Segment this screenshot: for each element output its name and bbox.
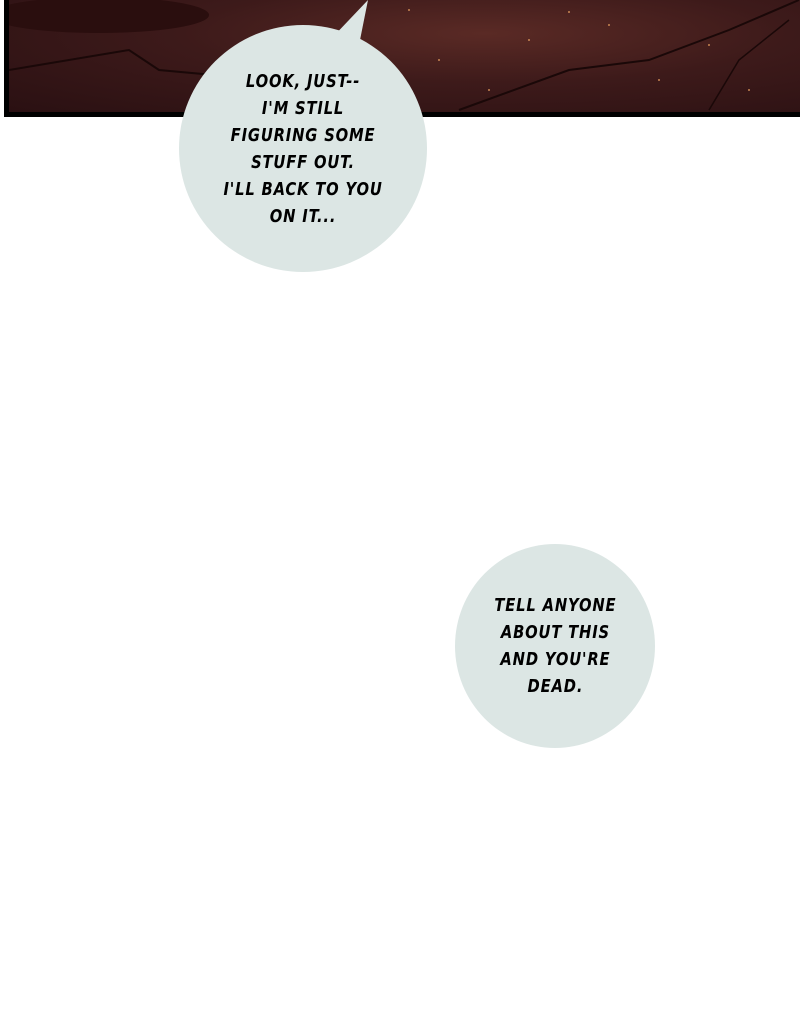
bubble-line: TELL ANYONE <box>493 595 617 616</box>
speech-bubble-text: LOOK, JUST-- I'M STILL FIGURING SOME STU… <box>223 68 382 230</box>
bubble-line: ON IT... <box>269 205 337 227</box>
speech-bubble-2: TELL ANYONE ABOUT THIS AND YOU'RE DEAD. <box>455 544 655 748</box>
bubble-line: FIGURING SOME <box>230 124 376 146</box>
bubble-line: DEAD. <box>527 676 583 697</box>
bubble-line: STUFF OUT. <box>251 151 355 173</box>
bubble-line: AND YOU'RE <box>499 649 611 670</box>
bubble-line: I'LL BACK TO YOU <box>223 178 383 200</box>
speech-bubble-1: LOOK, JUST-- I'M STILL FIGURING SOME STU… <box>179 25 427 272</box>
bubble-line: I'M STILL <box>261 97 345 119</box>
bubble-line: LOOK, JUST-- <box>245 70 361 92</box>
speech-bubble-text: TELL ANYONE ABOUT THIS AND YOU'RE DEAD. <box>494 592 616 700</box>
bubble-line: ABOUT THIS <box>500 622 610 643</box>
